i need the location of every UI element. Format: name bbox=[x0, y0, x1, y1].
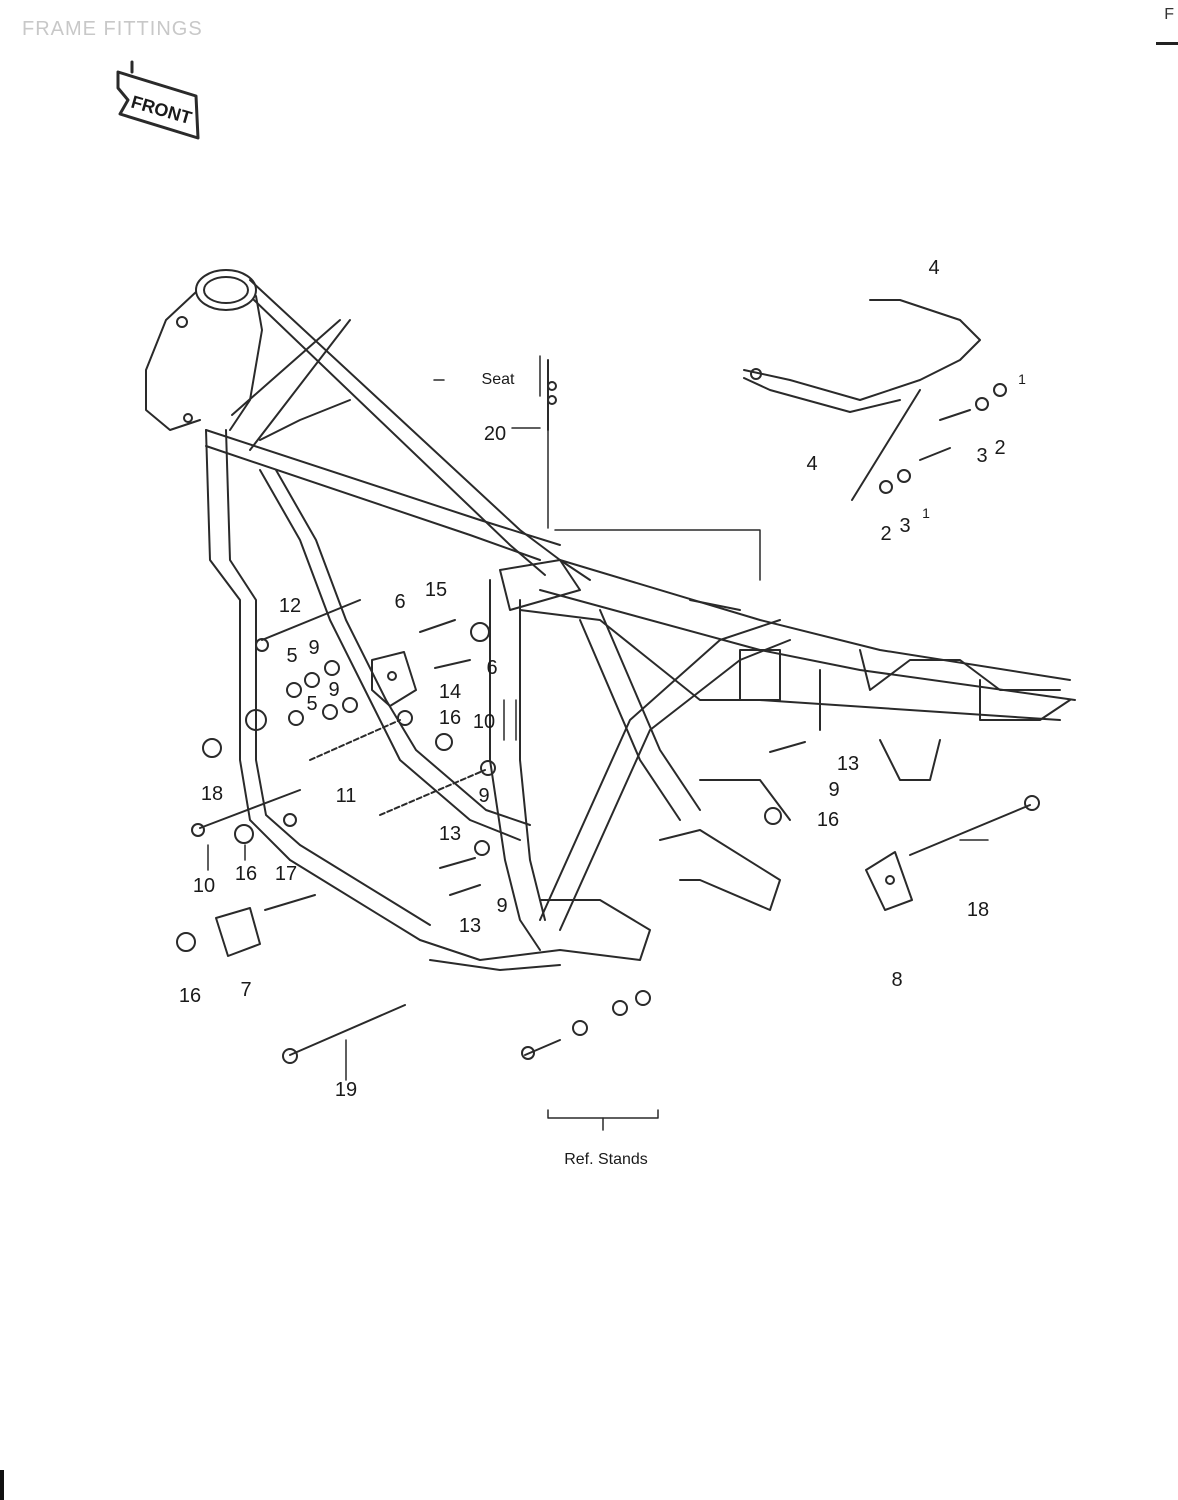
part-number-label: 6 bbox=[486, 657, 497, 679]
part-number-label: 4 bbox=[928, 257, 939, 279]
part-number-label: 3 bbox=[976, 445, 987, 467]
part-number-label: 1 bbox=[1018, 371, 1026, 387]
page-corner-mark: F bbox=[1164, 6, 1174, 23]
bracket-6 bbox=[371, 651, 417, 707]
top-tubes bbox=[205, 279, 591, 581]
part-number-label: 12 bbox=[279, 595, 301, 617]
bracket-8 bbox=[865, 851, 913, 911]
part-number-label: 3 bbox=[899, 515, 910, 537]
part-number-label: 9 bbox=[496, 895, 507, 917]
part-number-label: 9 bbox=[308, 637, 319, 659]
seat-callout: Seat bbox=[482, 371, 515, 388]
long-bolts bbox=[191, 599, 1040, 1064]
leader-lines bbox=[207, 379, 989, 1131]
part-number-label: 10 bbox=[193, 875, 215, 897]
part-number-label: 20 bbox=[484, 423, 506, 445]
part-number-label: 8 bbox=[891, 969, 902, 991]
part-number-label: 13 bbox=[837, 753, 859, 775]
nuts-washers bbox=[176, 383, 1007, 1036]
seat-rails bbox=[519, 559, 1076, 781]
part-number-label: 14 bbox=[439, 681, 461, 703]
part-number-label: 2 bbox=[880, 523, 891, 545]
part-number-label: 16 bbox=[439, 707, 461, 729]
part-number-label: 7 bbox=[240, 979, 251, 1001]
part-number-label: 10 bbox=[473, 711, 495, 733]
page-header-title: FRAME FITTINGS bbox=[22, 18, 203, 40]
part-number-label: 19 bbox=[335, 1079, 357, 1101]
part-number-label: 9 bbox=[828, 779, 839, 801]
rear-bracket-4 bbox=[743, 299, 981, 501]
part-number-label: 5 bbox=[286, 645, 297, 667]
down-tubes bbox=[205, 429, 531, 941]
part-number-label: 18 bbox=[201, 783, 223, 805]
part-number-label: 16 bbox=[817, 809, 839, 831]
part-number-label: 5 bbox=[306, 693, 317, 715]
part-number-label: 15 bbox=[425, 579, 447, 601]
brackets bbox=[215, 651, 913, 957]
part-number-label: 9 bbox=[478, 785, 489, 807]
left-edge-mark bbox=[0, 1470, 4, 1500]
front-label: FRONT bbox=[129, 92, 194, 128]
bolt-12 bbox=[261, 599, 361, 641]
bracket-7 bbox=[215, 907, 261, 957]
part-number-label: 13 bbox=[439, 823, 461, 845]
part-number-label: 4 bbox=[806, 453, 817, 475]
seat-bolt-20 bbox=[511, 355, 557, 431]
front-arrow-icon bbox=[116, 60, 200, 140]
part-number-label: 9 bbox=[328, 679, 339, 701]
part-number-label: 11 bbox=[336, 785, 357, 807]
part-number-label: 17 bbox=[275, 863, 297, 885]
part-number-label: 16 bbox=[235, 863, 257, 885]
ref-stands-callout: Ref. Stands bbox=[564, 1151, 648, 1168]
center-cradle bbox=[419, 559, 791, 971]
part-number-label: 18 bbox=[967, 899, 989, 921]
part-number-label: 1 bbox=[922, 505, 930, 521]
steering-head bbox=[145, 269, 263, 431]
corner-tick bbox=[1156, 42, 1178, 45]
part-number-label: 2 bbox=[994, 437, 1005, 459]
part-number-label: 13 bbox=[459, 915, 481, 937]
part-number-label: 16 bbox=[179, 985, 201, 1007]
part-number-label: 6 bbox=[394, 591, 405, 613]
